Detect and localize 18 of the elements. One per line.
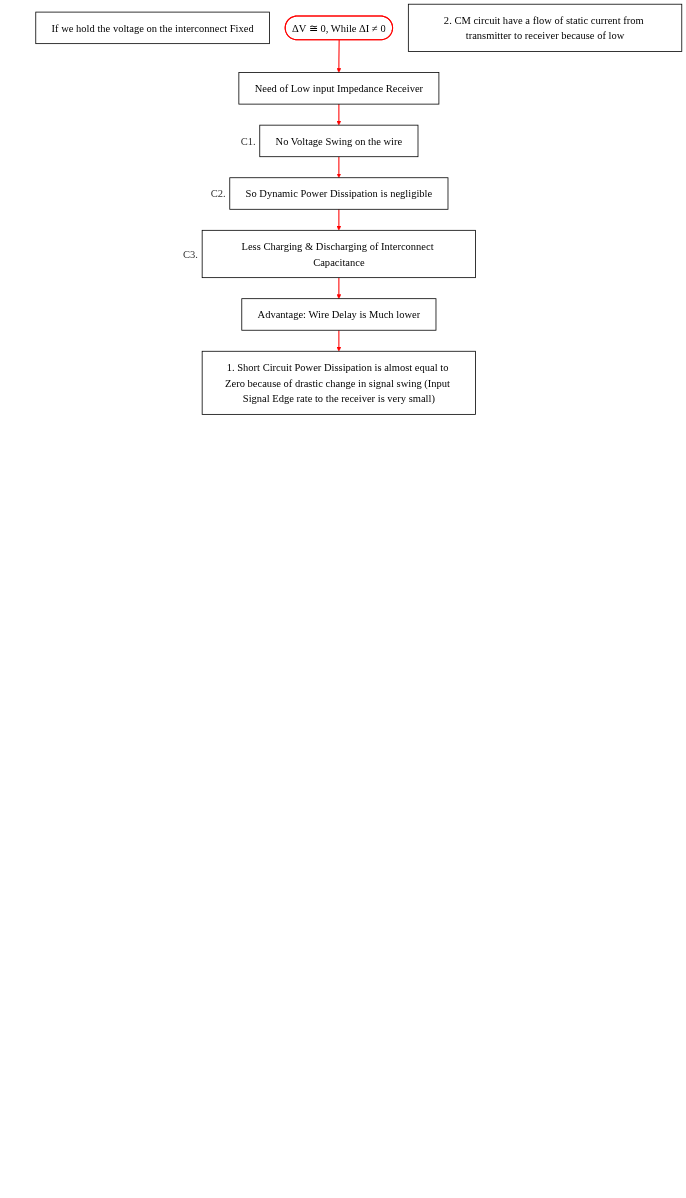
text-box: If we hold the voltage on the interconnect Fixed bbox=[35, 11, 270, 45]
arrow bbox=[336, 208, 342, 231]
text-box: So Dynamic Power Dissipation is negligible bbox=[229, 177, 449, 210]
arrow bbox=[336, 329, 342, 352]
condition-ellipse: ΔV ≅ 0, While ΔI ≠ 0 bbox=[284, 15, 394, 41]
step-label: C1. bbox=[240, 135, 256, 147]
arrow bbox=[336, 103, 342, 126]
step-label: C2. bbox=[210, 188, 226, 200]
text-box: Less Charging & Discharging of Interconnect Capacitance bbox=[201, 229, 476, 279]
arrow bbox=[336, 277, 342, 299]
text-box: 1. Short Circuit Power Dissipation is almost equal to Zero because of drastic change in signal swing (Input Signal Edge rate to the receiver is very small) bbox=[201, 350, 476, 415]
text-box: Advantage: Wire Delay is Much lower bbox=[241, 298, 437, 331]
step-label: C3. bbox=[183, 248, 198, 260]
arrow bbox=[336, 39, 342, 73]
arrow bbox=[336, 156, 342, 178]
text-box: No Voltage Swing on the wire bbox=[259, 124, 419, 158]
text-box: 2. CM circuit have a flow of static current from transmitter to receiver because of low bbox=[407, 3, 683, 52]
text-box: Need of Low input Impedance Receiver bbox=[238, 72, 440, 105]
